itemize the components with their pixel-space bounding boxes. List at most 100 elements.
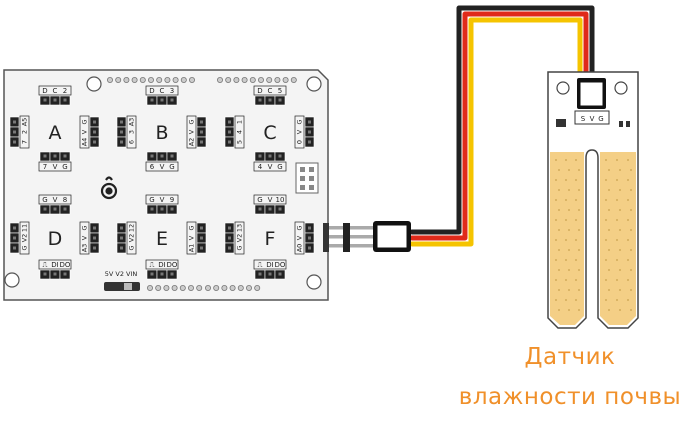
port-letter: C (263, 122, 276, 144)
pin-label: DI (266, 261, 273, 269)
pin-label: 4 (236, 130, 244, 134)
pin-label: A0 (296, 244, 304, 253)
pin-label: G (296, 119, 304, 124)
port-header-left: G V2 12 (116, 221, 137, 255)
pin-label: A4 (81, 138, 89, 147)
logo-icon (100, 176, 118, 200)
pin-label: 2 (21, 130, 29, 134)
pin-label: DO (167, 261, 178, 269)
pin-dot (213, 284, 220, 291)
pin-label: V (53, 163, 58, 171)
pin-label: G (188, 225, 196, 230)
port-letter: F (265, 228, 276, 250)
pin-dot (233, 77, 240, 84)
pin-dot (164, 77, 171, 84)
pin-label: V (188, 129, 196, 134)
pin-label: G (81, 225, 89, 230)
pin-label: G (236, 245, 244, 250)
pin-dot (188, 77, 195, 84)
pin-label: V (188, 235, 196, 240)
pin-label: 6 (128, 140, 136, 144)
pin-label: V2 (21, 234, 29, 243)
pin-label: A3 (81, 244, 89, 253)
power-selector: 5V V2 VIN (104, 270, 140, 291)
pin-label: 7 (21, 140, 29, 144)
pin-dot (107, 77, 114, 84)
pin-label: G (128, 245, 136, 250)
pin-dot (225, 77, 232, 84)
pin-label: A3 (128, 118, 136, 127)
pin-dot (274, 77, 281, 84)
pin-header (323, 223, 373, 252)
pin-label: DO (60, 261, 71, 269)
pin-dot (266, 77, 273, 84)
pin-label: V (81, 129, 89, 134)
pin-label: D (149, 87, 154, 95)
pin-label: 12 (128, 224, 136, 232)
pin-label: 11 (21, 224, 29, 232)
pin-label: 0 (296, 140, 304, 144)
pin-label: C (53, 87, 58, 95)
pin-label: A1 (188, 244, 196, 253)
pin-dot (123, 77, 130, 84)
pin-dot (155, 284, 162, 291)
port-letter: A (49, 122, 62, 144)
pin-label: 3 (128, 130, 136, 134)
pin-dot (172, 77, 179, 84)
pin-label: ⎍ (43, 261, 48, 269)
pin-dot (245, 284, 252, 291)
pin-label: 3 (170, 87, 174, 95)
pin-label: A5 (21, 118, 29, 127)
pin-label: 9 (170, 196, 174, 204)
pin-dot (204, 284, 211, 291)
pin-dot (229, 284, 236, 291)
pin-label: V2 (236, 234, 244, 243)
sensor-pin-label: S (581, 115, 586, 123)
pin-dot (237, 284, 244, 291)
pin-dot (179, 284, 186, 291)
pin-dot (257, 77, 264, 84)
pin-label: G (188, 119, 196, 124)
pin-label: D (257, 87, 262, 95)
pin-dot (254, 284, 261, 291)
pin-label: ⎍ (258, 261, 263, 269)
pin-dot (115, 77, 122, 84)
pin-label: ⎍ (150, 261, 155, 269)
sensor-cable (409, 5, 595, 247)
pin-label: C (268, 87, 273, 95)
pin-label: V2 (128, 234, 136, 243)
port-header-right: A1 VG (186, 221, 207, 255)
pin-label: 5 (236, 140, 244, 144)
port-header-left: 7 2 A5 (9, 115, 30, 149)
power-selector-label: 5V V2 VIN (105, 270, 138, 278)
pin-label: D (42, 87, 47, 95)
pin-label: DI (51, 261, 58, 269)
port-letter: E (156, 228, 168, 250)
pin-label: V (268, 196, 273, 204)
pin-label: G (296, 225, 304, 230)
pin-dot (282, 77, 289, 84)
pin-dot (180, 77, 187, 84)
pin-label: G (42, 196, 47, 204)
pin-label: 7 (43, 163, 47, 171)
pin-label: V (268, 163, 273, 171)
